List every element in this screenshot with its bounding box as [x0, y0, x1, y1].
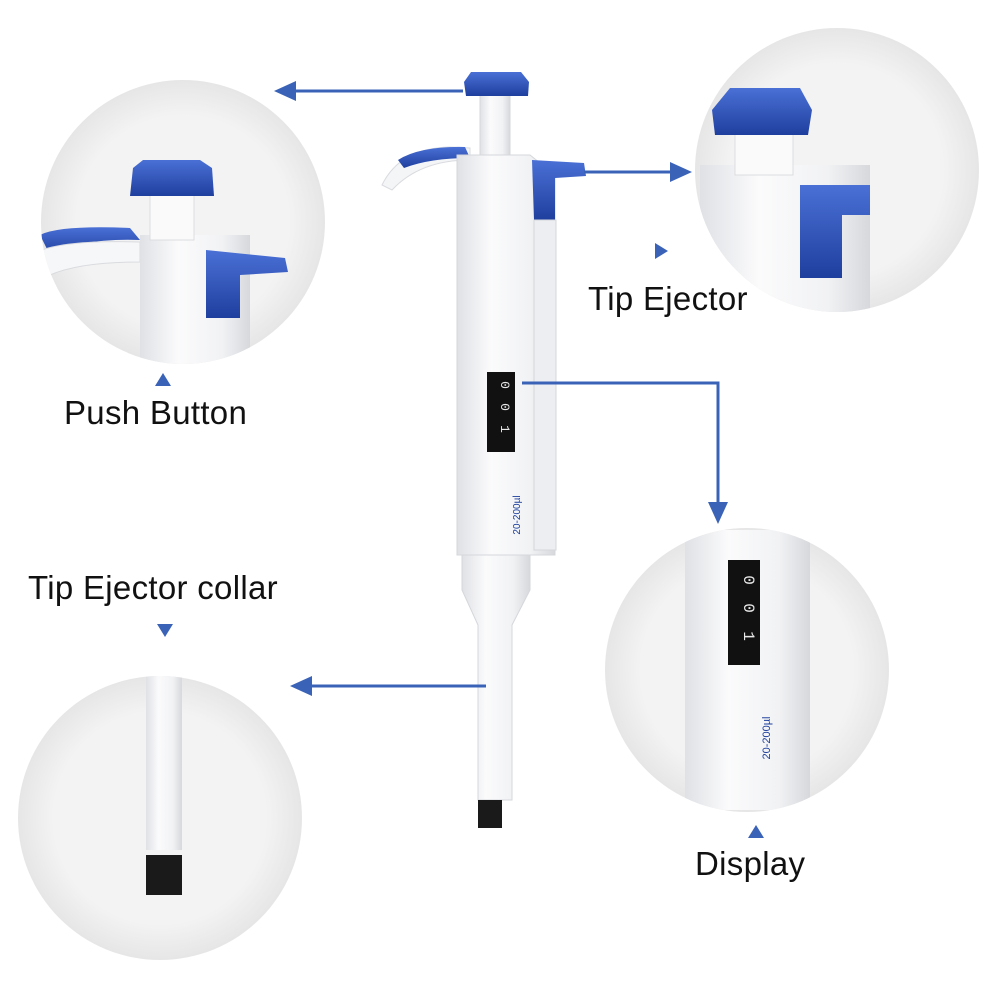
arrowhead-ejector — [670, 162, 692, 182]
tip-ejector-part — [532, 160, 586, 220]
zoom-display-digit: 1 — [739, 631, 757, 641]
display-zoom-circle: 0 0 1 20-200µl — [605, 528, 889, 812]
body-display-digit: 0 — [497, 381, 512, 389]
collar-zoom-circle — [18, 676, 302, 960]
push-button-label: Push Button — [64, 394, 248, 431]
zoom-display-digit: 0 — [739, 603, 757, 613]
arrow-display — [522, 381, 720, 505]
arrowhead-collar — [290, 676, 312, 696]
pipette: 0 0 1 20-200µl — [381, 72, 586, 828]
body-display-digit: 0 — [497, 403, 512, 411]
connector-arrows — [290, 89, 720, 688]
display-label: Display — [695, 845, 806, 882]
tip-ejector-label: Tip Ejector — [588, 280, 748, 317]
tip-ejector-zoom-circle — [695, 28, 979, 312]
push-button-zoom-circle — [41, 80, 325, 364]
display-pointer-triangle — [748, 825, 764, 838]
pipette-tip — [478, 800, 502, 828]
zoom-display-digits: 0 0 1 — [739, 575, 757, 641]
collar-pointer-triangle — [157, 624, 173, 637]
zoom-display-digit: 0 — [739, 575, 757, 585]
display-window — [487, 372, 515, 452]
arrowhead-display — [708, 502, 728, 524]
push-button-pointer-triangle — [155, 373, 171, 386]
push-button-cap — [464, 72, 529, 96]
tip-ejector-collar-label: Tip Ejector collar — [28, 569, 278, 606]
zoom-volume-range: 20-200µl — [761, 716, 773, 759]
arrowheads — [274, 81, 728, 696]
body-display-digits: 0 0 1 — [497, 381, 512, 433]
body-display-digit: 1 — [497, 425, 512, 433]
tip-ejector-pointer-triangle — [655, 243, 668, 259]
body-volume-range: 20-200µl — [512, 495, 523, 534]
arrowhead-push — [274, 81, 296, 101]
